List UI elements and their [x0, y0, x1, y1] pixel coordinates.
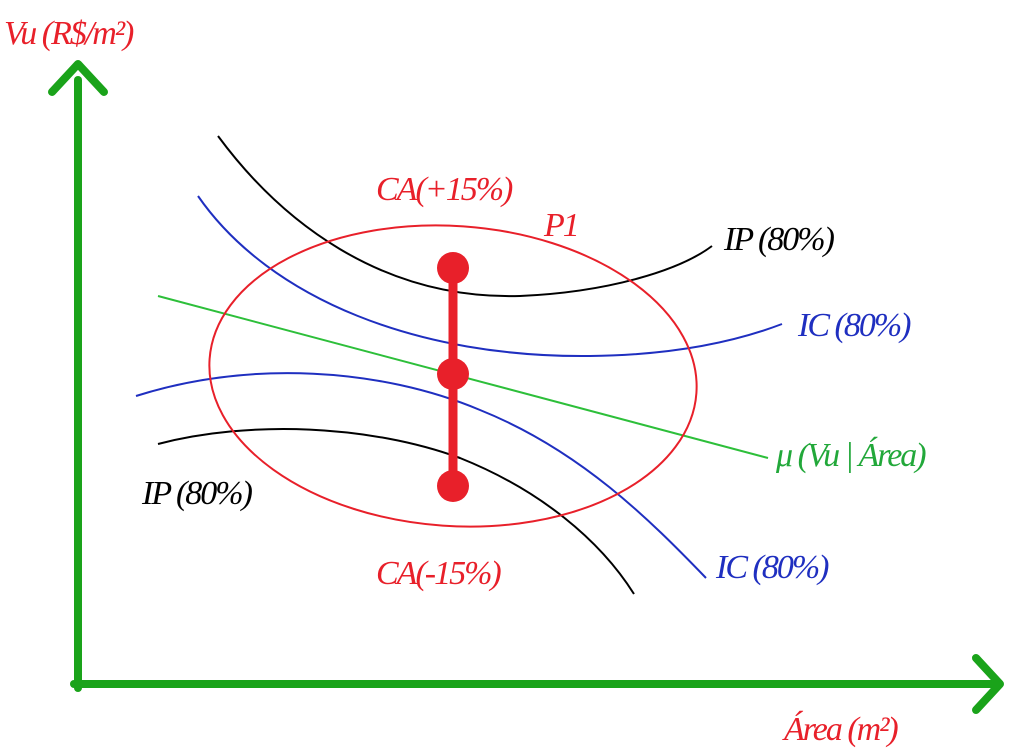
arbitration-field-ellipse [208, 224, 698, 528]
p1-center-point [437, 358, 469, 390]
y-axis-label: Vu (R$/m²) [4, 15, 134, 52]
ip-upper-curve [217, 135, 713, 298]
ic-upper-label: IC (80%) [797, 307, 911, 344]
ic-lower-label: IC (80%) [715, 549, 829, 586]
y-axis-arrowhead [48, 60, 108, 96]
p1-label: P1 [543, 207, 578, 244]
axes [48, 60, 1004, 714]
ic-lower-curve [135, 372, 707, 579]
ip-upper-label: IP (80%) [723, 221, 835, 258]
ip-lower-curve [157, 428, 635, 595]
p1-interval [437, 252, 469, 502]
ic-upper-curve [197, 195, 783, 358]
ca-upper-label: CA(+15%) [376, 171, 513, 208]
ca-lower-label: CA(-15%) [376, 555, 501, 592]
x-axis-label: Área (m²) [782, 711, 898, 748]
p1-upper-point [437, 252, 469, 284]
ip-lower-label: IP (80%) [141, 475, 253, 512]
mean-label: μ (Vu | Área) [775, 437, 926, 474]
x-axis-arrowhead [972, 654, 1004, 714]
p1-lower-point [437, 470, 469, 502]
